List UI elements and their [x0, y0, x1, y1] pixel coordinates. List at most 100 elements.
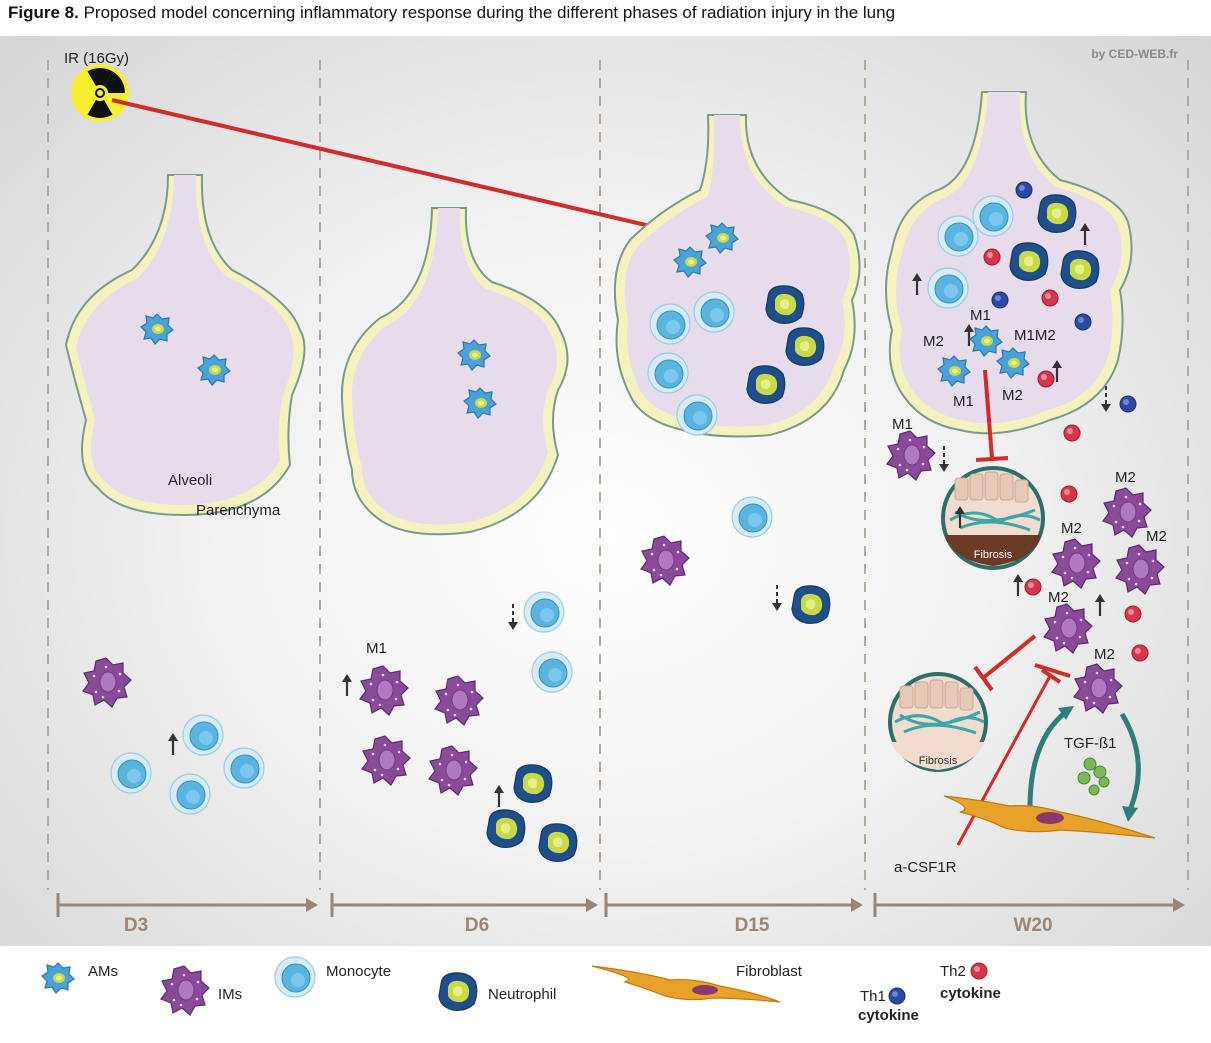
legend-am-icon — [41, 962, 75, 994]
im-cell — [82, 657, 132, 708]
alveolus-d6 — [340, 207, 569, 536]
csf1r-inhibition-arrow — [956, 663, 1071, 846]
radiation-icon — [71, 64, 129, 122]
legend-th2-icon — [970, 962, 988, 980]
decrease-arrow — [771, 584, 783, 612]
m1-label: M1 — [892, 416, 913, 433]
monocyte-cell — [531, 651, 573, 693]
monocyte-cell — [927, 267, 969, 309]
alveoli-label: Alveoli — [168, 472, 212, 489]
th1-cytokine — [991, 291, 1009, 309]
m2-label: M2 — [1094, 646, 1115, 663]
legend-ams-label: AMs — [88, 963, 118, 980]
fibrosis-label: Fibrosis — [919, 755, 958, 767]
parenchyma-label: Parenchyma — [196, 502, 281, 519]
m2-label: M2 — [923, 333, 944, 350]
im-cell — [1102, 487, 1152, 538]
monocyte-cell — [649, 303, 691, 345]
a-csf1r-label: a-CSF1R — [894, 859, 957, 876]
neutrophil-cell — [791, 585, 831, 625]
inhibition-arrow — [975, 369, 1009, 462]
legend-im-icon — [160, 965, 210, 1016]
th2-cytokine — [1041, 289, 1059, 307]
inhibition-arrow — [973, 634, 1037, 692]
monocyte-cell — [223, 747, 265, 789]
legend-th1-label: Th1 — [860, 988, 886, 1005]
phase-separators — [47, 60, 1189, 890]
tgf-cycle-arrows — [1027, 706, 1141, 822]
legend: AMs IMs Monocyte Neutrophil Fibroblast T… — [41, 956, 1001, 1024]
m2-label: M2 — [1061, 520, 1082, 537]
fibrosis-tissue-lower — [888, 672, 988, 772]
increase-arrow — [1093, 592, 1107, 618]
im-cell — [1043, 603, 1093, 654]
neutrophil-cell — [785, 327, 825, 366]
th2-cytokine — [1063, 424, 1081, 442]
m1-label: M1 — [366, 640, 387, 657]
increase-arrow — [166, 731, 180, 757]
monocyte-cell — [110, 752, 152, 794]
th1-cytokine — [1119, 395, 1137, 413]
th1-cytokine — [1074, 313, 1092, 331]
legend-ims-label: IMs — [218, 986, 242, 1003]
m2-label: M2 — [1115, 469, 1136, 486]
im-cell — [640, 535, 690, 586]
monocyte-cell — [937, 215, 979, 257]
figure-caption: Figure 8. Proposed model concerning infl… — [8, 2, 1203, 28]
neutrophil-cell — [513, 764, 553, 804]
im-cell — [1115, 544, 1165, 595]
m1m2-label: M1M2 — [1014, 327, 1056, 344]
monocyte-cell — [693, 291, 735, 333]
fibroblast-cell — [943, 795, 1156, 839]
phase-d15-label: D15 — [735, 915, 770, 936]
im-cell — [1051, 538, 1101, 589]
phase-w20-label: W20 — [1013, 915, 1052, 936]
alveolus-d15 — [613, 114, 861, 438]
neutrophil-cell — [746, 365, 786, 404]
th1-cytokine — [1015, 181, 1033, 199]
fibrosis-label: Fibrosis — [974, 549, 1013, 561]
im-cell — [359, 665, 409, 716]
im-cell — [886, 430, 936, 481]
th2-cytokine — [1131, 644, 1149, 662]
decrease-arrow — [938, 445, 950, 473]
legend-th2-label: Th2 — [940, 963, 966, 980]
im-cell — [1073, 663, 1123, 714]
monocyte-cell — [169, 773, 211, 815]
m1-label: M1 — [953, 393, 974, 410]
th2-cytokine — [1037, 370, 1055, 388]
increase-arrow — [340, 672, 354, 698]
phase-d3-label: D3 — [124, 915, 148, 936]
monocyte-cell — [731, 496, 773, 538]
im-cell — [428, 745, 478, 796]
legend-fibroblast-label: Fibroblast — [736, 963, 803, 980]
alveolus-w20 — [885, 91, 1133, 435]
m1-label: M1 — [970, 307, 991, 324]
increase-arrow — [1011, 572, 1025, 598]
neutrophil-cell — [538, 823, 578, 863]
fibrosis-tissue-upper — [941, 466, 1045, 570]
timeline: D3 D6 D15 W20 — [56, 893, 1185, 936]
ir-dose-label: IR (16Gy) — [64, 50, 129, 67]
th2-cytokine — [983, 248, 1001, 266]
phase-d6-label: D6 — [465, 915, 489, 936]
neutrophil-cell — [1037, 194, 1077, 233]
neutrophil-cell — [1009, 242, 1049, 281]
tgf-beta1-label: TGF-ß1 — [1064, 735, 1117, 752]
tgf-beta1-molecules — [1077, 757, 1110, 796]
monocyte-cell — [523, 591, 565, 633]
monocyte-cell — [972, 195, 1014, 237]
th2-cytokine — [1024, 578, 1042, 596]
monocyte-cell — [676, 394, 718, 436]
credit-text: by CED-WEB.fr — [1091, 47, 1178, 61]
monocyte-cell — [182, 714, 224, 756]
im-cell — [361, 735, 411, 786]
m2-label: M2 — [1048, 589, 1069, 606]
legend-monocyte-label: Monocyte — [326, 963, 391, 980]
legend-th2-cytokine-label: cytokine — [940, 985, 1001, 1002]
legend-th1-cytokine-label: cytokine — [858, 1007, 919, 1024]
legend-monocyte-icon — [274, 956, 316, 998]
im-cell — [434, 675, 484, 726]
neutrophil-cell — [1060, 250, 1100, 289]
